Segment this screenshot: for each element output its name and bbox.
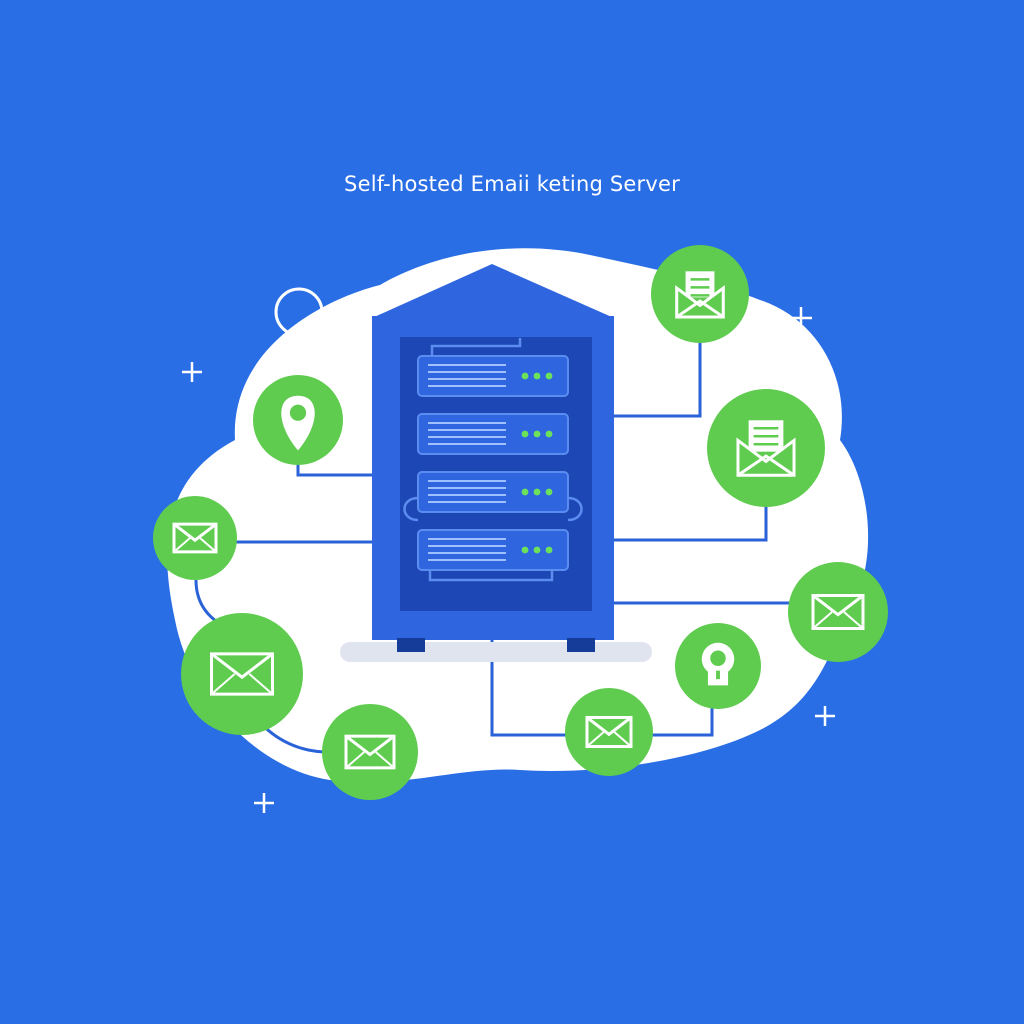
connector-line <box>602 335 702 418</box>
envelope-icon <box>585 715 633 749</box>
envelope-icon <box>210 652 274 696</box>
status-led-icon <box>533 430 541 438</box>
lock-icon <box>701 642 735 686</box>
node-envelope-right <box>788 562 888 662</box>
status-led-icon <box>521 488 529 496</box>
status-led-icon <box>545 488 553 496</box>
server-foot <box>567 638 595 652</box>
envelope-icon <box>811 594 865 630</box>
envelope-icon <box>344 734 396 770</box>
status-led-icon <box>533 488 541 496</box>
location-pin-icon <box>281 395 315 451</box>
diagram-title: Self-hosted Emaii keting Server <box>344 172 680 196</box>
connector-line <box>490 640 566 737</box>
server-rack-unit <box>417 529 569 571</box>
status-led-icon <box>545 546 553 554</box>
node-envelope-left-large <box>181 613 303 735</box>
server-cables <box>403 338 583 582</box>
server-tower <box>340 264 652 662</box>
status-led-icon <box>545 372 553 380</box>
server-foot <box>397 638 425 652</box>
node-envelope-doc-right <box>707 389 825 507</box>
status-led-icon <box>521 546 529 554</box>
envelope-document-icon <box>736 420 796 477</box>
envelope-icon <box>172 522 218 554</box>
node-envelope-doc-top <box>651 245 749 343</box>
node-envelope-bottom-left <box>322 704 418 800</box>
node-envelope-left <box>153 496 237 580</box>
status-led-icon <box>521 430 529 438</box>
status-led-icon <box>533 546 541 554</box>
server-shadow <box>340 642 652 662</box>
server-roof <box>372 264 614 318</box>
node-envelope-bottom-center <box>565 688 653 776</box>
server-rack-unit <box>417 355 569 397</box>
node-location-pin <box>253 375 343 465</box>
server-rack-unit <box>417 413 569 455</box>
plus-decoration <box>182 307 835 813</box>
status-led-icon <box>533 372 541 380</box>
node-lock <box>675 623 761 709</box>
status-led-icon <box>521 372 529 380</box>
connector-line <box>602 505 768 542</box>
connector-line <box>652 706 714 737</box>
server-rack-unit <box>417 471 569 513</box>
status-led-icon <box>545 430 553 438</box>
envelope-document-icon <box>675 271 725 319</box>
